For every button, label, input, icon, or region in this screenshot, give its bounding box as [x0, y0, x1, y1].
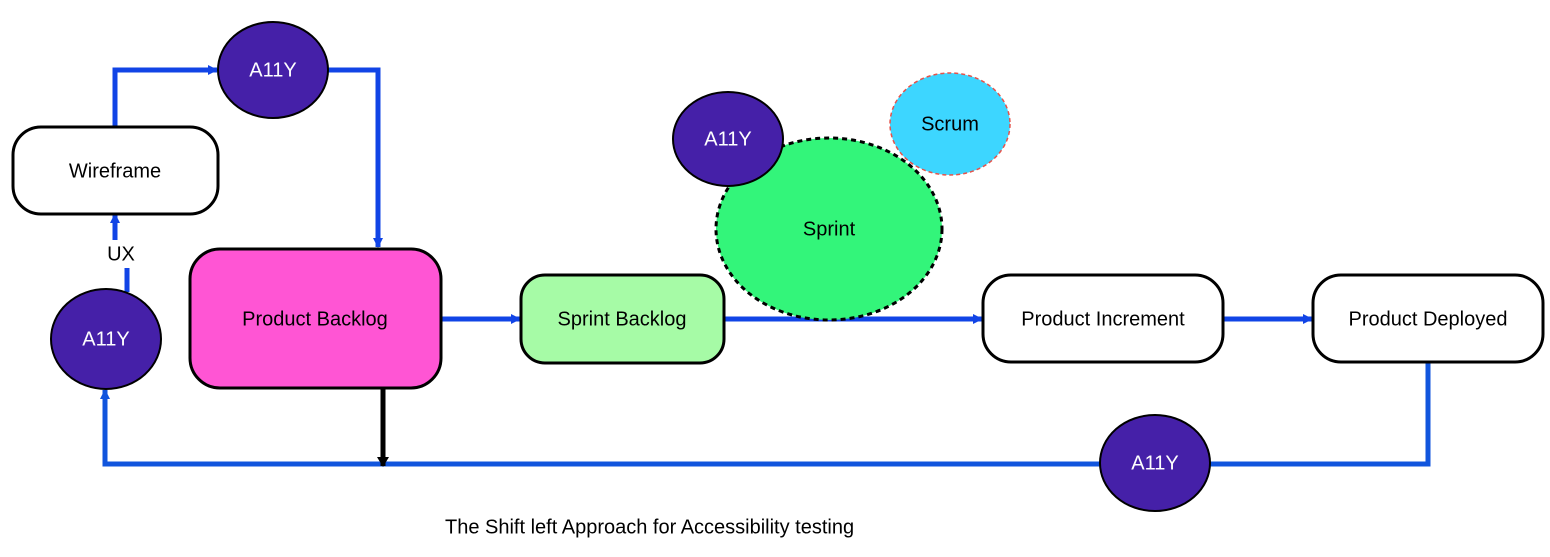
- a11y-top-label: A11Y: [249, 59, 296, 81]
- sprint-backlog-box: [519, 273, 726, 365]
- wireframe-box: [11, 125, 220, 216]
- a11y-sprint-circle: [672, 91, 784, 187]
- product-deployed-box: [1311, 273, 1545, 364]
- a11y-bottom-label: A11Y: [1131, 452, 1178, 474]
- sprint-backlog-label: Sprint Backlog: [558, 308, 687, 330]
- a11y-bottom-circle: [1099, 414, 1211, 512]
- product-backlog-box: [188, 247, 443, 390]
- product-backlog-label: Product Backlog: [242, 308, 388, 330]
- sprint-circle: [714, 136, 944, 322]
- top-a11y-to-product-backlog-arrow: [328, 67, 383, 248]
- a11y-top-circle: [217, 21, 329, 119]
- scrum-circle: [889, 72, 1011, 176]
- diagram-caption: The Shift left Approach for Accessibilit…: [445, 516, 854, 538]
- sprint-label: Sprint: [803, 218, 856, 240]
- a11y-sprint-label: A11Y: [704, 128, 751, 150]
- wireframe-to-top-a11y-arrow: [112, 65, 218, 127]
- a11y-left-circle: [50, 288, 162, 390]
- wireframe-label: Wireframe: [69, 160, 161, 182]
- product-increment-label: Product Increment: [1021, 308, 1185, 330]
- scrum-label: Scrum: [921, 113, 979, 135]
- product-deployed-label: Product Deployed: [1349, 308, 1508, 330]
- a11y-left-label: A11Y: [82, 328, 129, 350]
- product-increment-box: [981, 273, 1225, 364]
- ux-label: UX: [107, 243, 135, 265]
- feedback-loop-arrow: [100, 363, 1431, 467]
